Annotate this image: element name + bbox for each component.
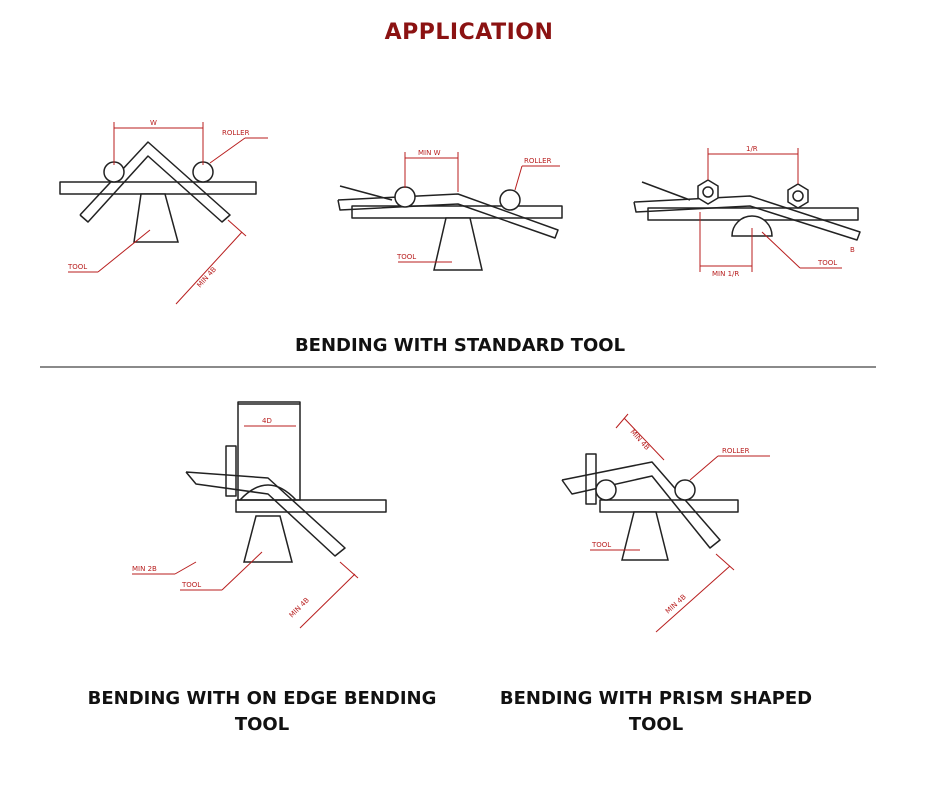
min-leg-label: MIN 4B <box>664 593 688 616</box>
min-leg-label: MIN 4B <box>196 265 219 289</box>
dim-line <box>299 573 356 629</box>
dim-line <box>655 565 731 633</box>
edge-caption-line-1: BENDING WITH ON EDGE BENDING <box>87 688 437 709</box>
tool-icon <box>621 511 669 561</box>
standard-tool-caption: BENDING WITH STANDARD TOOL <box>294 335 626 356</box>
leader-line <box>174 561 197 575</box>
dim-label: 4D <box>262 417 272 425</box>
roller-left-icon <box>394 186 416 208</box>
workpiece-bar <box>599 499 739 513</box>
section-divider <box>40 366 876 368</box>
roller-right-icon <box>674 479 696 501</box>
page-title: APPLICATION <box>384 20 554 45</box>
dim-label: MIN W <box>418 149 441 157</box>
dim-line <box>175 231 243 305</box>
figure-standard-2: MIN W ROLLER TOOL <box>337 149 563 271</box>
dim-tick <box>715 553 735 571</box>
roller-right-icon <box>787 183 809 209</box>
figure-standard-1: W ROLLER TOOL MIN 4B <box>59 119 268 305</box>
bent-profile <box>561 461 721 549</box>
bend-curve <box>239 484 297 501</box>
dim-label: MIN 4B <box>629 428 652 452</box>
dim-tick <box>227 219 247 237</box>
side-guide <box>585 453 597 505</box>
figure-prism: MIN 4B ROLLER TOOL MIN 4B <box>561 413 770 633</box>
tool-icon <box>243 515 293 563</box>
roller-left-icon <box>595 479 617 501</box>
dim-label: W <box>150 119 157 127</box>
tool-label: TOOL <box>817 259 837 267</box>
dim-tick <box>615 413 629 429</box>
roller-hub <box>792 190 804 202</box>
leader-line <box>689 455 719 481</box>
leader-line <box>221 551 263 591</box>
tool-icon <box>133 193 179 243</box>
min-leg-label: MIN 4B <box>288 596 311 619</box>
tool-label: TOOL <box>591 541 611 549</box>
roller-label: ROLLER <box>722 447 750 455</box>
dim-tick <box>339 561 359 579</box>
roller-left-icon <box>697 179 719 205</box>
leader-line <box>761 231 801 269</box>
tool-icon <box>731 215 773 237</box>
prism-caption-line-1: BENDING WITH PRISM SHAPED <box>499 688 813 709</box>
figure-standard-3: 1/R MIN 1/R TOOL B <box>633 145 861 278</box>
roller-hub <box>702 186 714 198</box>
workpiece-bar <box>235 499 387 513</box>
leader-line <box>514 165 523 191</box>
leader-line <box>97 229 151 273</box>
bar-end <box>339 185 393 201</box>
bent-profile <box>337 193 559 239</box>
dim-line <box>623 417 665 461</box>
min-bottom-label: MIN 1/R <box>712 270 739 278</box>
figure-edge: 4D MIN 2B TOOL MIN 4B <box>132 401 387 629</box>
bar-end <box>641 181 691 201</box>
roller-label: ROLLER <box>524 157 552 165</box>
workpiece-bar <box>59 181 257 195</box>
tool-label: TOOL <box>181 581 201 589</box>
tool-icon <box>433 217 483 271</box>
tool-label: TOOL <box>396 253 416 261</box>
side-guide <box>225 445 237 497</box>
leader-line <box>209 137 246 164</box>
roller-label: ROLLER <box>222 129 250 137</box>
edge-caption-line-2: TOOL <box>234 714 290 735</box>
side-label: B <box>850 246 855 254</box>
min-label: MIN 2B <box>132 565 157 573</box>
prism-caption-line-2: TOOL <box>628 714 684 735</box>
prism-tool-caption: BENDING WITH PRISM SHAPED TOOL <box>470 686 842 738</box>
bent-profile <box>185 471 346 557</box>
edge-tool-caption: BENDING WITH ON EDGE BENDING TOOL <box>52 686 472 738</box>
bent-profile <box>633 195 861 241</box>
roller-right-icon <box>499 189 521 211</box>
tool-label: TOOL <box>67 263 87 271</box>
bent-profile <box>79 141 231 223</box>
dim-label: 1/R <box>746 145 758 153</box>
